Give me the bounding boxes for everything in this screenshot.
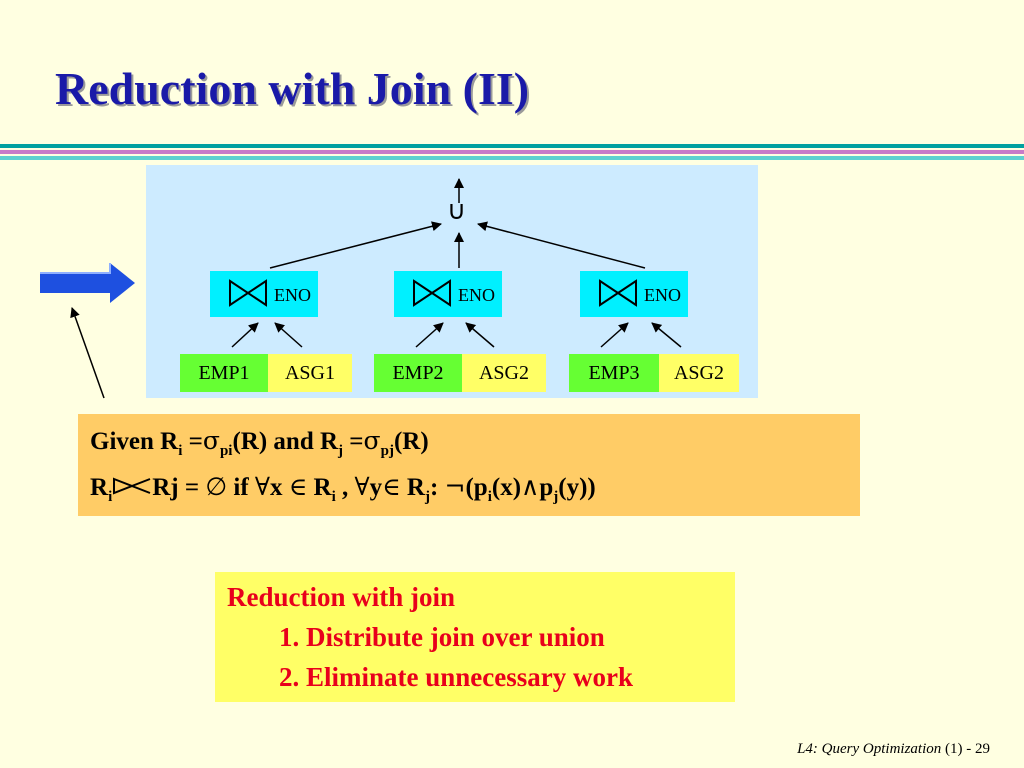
edge-emp3-join3 bbox=[600, 322, 629, 348]
summary-step-2: 2. Eliminate unnecessary work bbox=[279, 662, 633, 692]
union-icon: ∪ bbox=[447, 196, 467, 226]
relation-emp2: EMP2 bbox=[374, 354, 462, 392]
title-rule-bottom bbox=[0, 156, 1024, 160]
summary-step-1: 1. Distribute join over union bbox=[279, 622, 605, 652]
slide-footer: L4: Query Optimization (1) - 29 bbox=[797, 741, 990, 757]
edge-asg2-join2 bbox=[465, 322, 495, 348]
edge-asg2b-join3 bbox=[651, 322, 682, 348]
bowtie-join-icon bbox=[599, 279, 637, 307]
semijoin-icon bbox=[113, 477, 151, 495]
edge-emp2-join2 bbox=[415, 322, 444, 348]
bowtie-join-icon bbox=[229, 279, 267, 307]
title-rule-top bbox=[0, 144, 1024, 148]
join-node-1: ENO bbox=[210, 271, 318, 317]
pointer-line-icon bbox=[70, 307, 105, 399]
summary-heading: Reduction with join bbox=[227, 582, 456, 612]
edge-join1-union bbox=[269, 221, 442, 269]
join-node-3: ENO bbox=[580, 271, 688, 317]
relation-asg2-second: ASG2 bbox=[659, 354, 739, 392]
relation-emp3: EMP3 bbox=[569, 354, 659, 392]
bowtie-join-icon bbox=[413, 279, 451, 307]
block-arrow-icon bbox=[40, 263, 135, 303]
join-node-2: ENO bbox=[394, 271, 502, 317]
summary-box: Reduction with join 1. Distribute join o… bbox=[215, 572, 735, 702]
relation-emp1: EMP1 bbox=[180, 354, 268, 392]
relation-asg2: ASG2 bbox=[462, 354, 546, 392]
given-line-1: Given Ri =σpi(R) and Rj =σpj(R) bbox=[90, 426, 429, 459]
edge-emp1-join1 bbox=[231, 322, 259, 348]
slide-title: Reduction with Join (II) bbox=[55, 63, 530, 114]
edge-join3-union bbox=[477, 221, 646, 269]
title-rule-middle bbox=[0, 150, 1024, 154]
join-attribute: ENO bbox=[274, 285, 311, 305]
edge-asg1-join1 bbox=[274, 322, 303, 348]
join-attribute: ENO bbox=[644, 285, 681, 305]
join-attribute: ENO bbox=[458, 285, 495, 305]
relation-asg1: ASG1 bbox=[268, 354, 352, 392]
